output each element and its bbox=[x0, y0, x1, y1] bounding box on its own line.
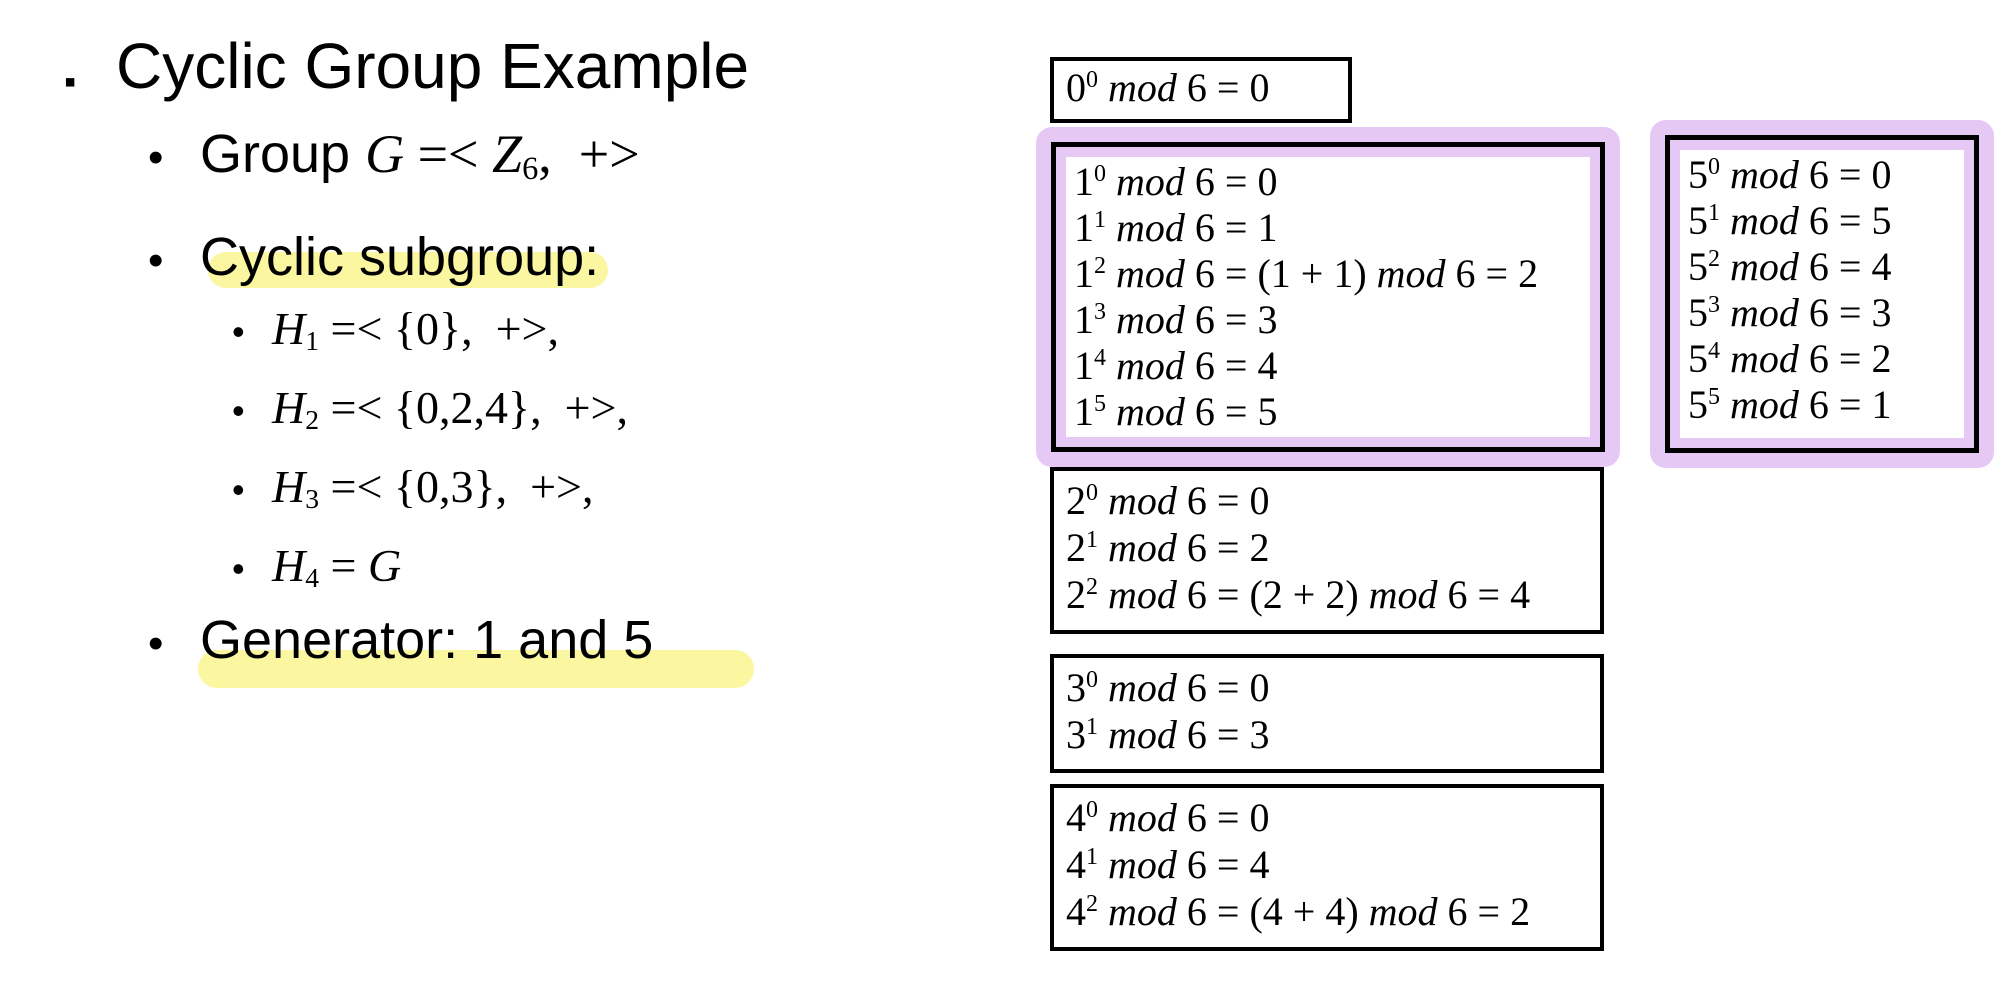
bullet-subgroup-h2: • H2 =< {0,2,4}, +>, bbox=[232, 379, 628, 439]
math-line: 42 mod 6 = (4 + 4) mod 6 = 2 bbox=[1066, 889, 1531, 934]
math-line: 22 mod 6 = (2 + 2) mod 6 = 4 bbox=[1066, 572, 1531, 617]
dot-bullet-icon: • bbox=[232, 469, 245, 510]
math-line: 51 mod 6 = 5 bbox=[1688, 198, 1892, 243]
math-line: 40 mod 6 = 0 bbox=[1066, 795, 1270, 840]
box-content: 00 mod 6 = 0 bbox=[1054, 61, 1348, 119]
dot-bullet-icon: • bbox=[148, 133, 164, 182]
box-frame: 00 mod 6 = 0 bbox=[1050, 57, 1352, 123]
math-line: 10 mod 6 = 0 bbox=[1074, 159, 1278, 204]
yellow-highlight-generator bbox=[198, 650, 754, 688]
math-line: 14 mod 6 = 4 bbox=[1074, 343, 1278, 388]
dot-bullet-icon: • bbox=[148, 236, 164, 285]
math-line: 50 mod 6 = 0 bbox=[1688, 152, 1892, 197]
dot-bullet-icon: • bbox=[148, 619, 164, 668]
dot-bullet-icon: • bbox=[232, 548, 245, 589]
math-line: 11 mod 6 = 1 bbox=[1074, 205, 1278, 250]
math-line: 53 mod 6 = 3 bbox=[1688, 290, 1892, 335]
math-line: 20 mod 6 = 0 bbox=[1066, 478, 1270, 523]
math-line: 31 mod 6 = 3 bbox=[1066, 712, 1270, 757]
bullet-text: Cyclic subgroup: bbox=[200, 227, 600, 287]
math-line: 55 mod 6 = 1 bbox=[1688, 382, 1892, 427]
bullet-text: H4 = G bbox=[272, 540, 402, 594]
bullet-text: Generator: 1 and 5 bbox=[200, 610, 654, 670]
math-line: 12 mod 6 = (1 + 1) mod 6 = 2 bbox=[1074, 251, 1539, 296]
dot-bullet-icon: • bbox=[232, 311, 245, 352]
math-line: 21 mod 6 = 2 bbox=[1066, 525, 1270, 570]
slide-title: Cyclic Group Example bbox=[116, 30, 750, 102]
bullet-text: H3 =< {0,3}, +>, bbox=[272, 461, 594, 515]
math-line: 00 mod 6 = 0 bbox=[1066, 65, 1270, 110]
bullet-subgroup-h4: • H4 = G bbox=[232, 537, 401, 597]
dot-bullet-icon: • bbox=[232, 390, 245, 431]
bullet-subgroup-h1: • H1 =< {0}, +>, bbox=[232, 300, 559, 360]
bullet-text: Group G =< Z6, +> bbox=[200, 124, 640, 188]
bullet-text: H2 =< {0,2,4}, +>, bbox=[272, 382, 628, 436]
bullet-generator: • Generator: 1 and 5 bbox=[148, 608, 653, 676]
math-line: 54 mod 6 = 2 bbox=[1688, 336, 1892, 381]
math-line: 52 mod 6 = 4 bbox=[1688, 244, 1892, 289]
math-line: 30 mod 6 = 0 bbox=[1066, 665, 1270, 710]
math-line: 13 mod 6 = 3 bbox=[1074, 297, 1278, 342]
slide-title-line: ▪ Cyclic Group Example bbox=[64, 28, 749, 120]
bullet-group-definition: • Group G =< Z6, +> bbox=[148, 122, 640, 190]
bullet-cyclic-subgroup: • Cyclic subgroup: bbox=[148, 225, 599, 293]
square-bullet-icon: ▪ bbox=[64, 63, 77, 101]
math-line: 15 mod 6 = 5 bbox=[1074, 389, 1278, 434]
bullet-text: H1 =< {0}, +>, bbox=[272, 303, 559, 357]
math-line: 41 mod 6 = 4 bbox=[1066, 842, 1270, 887]
power-box-0: 00 mod 6 = 0 bbox=[1050, 57, 1352, 123]
bullet-subgroup-h3: • H3 =< {0,3}, +>, bbox=[232, 458, 593, 518]
yellow-highlight-cyclic-subgroup bbox=[208, 252, 608, 288]
